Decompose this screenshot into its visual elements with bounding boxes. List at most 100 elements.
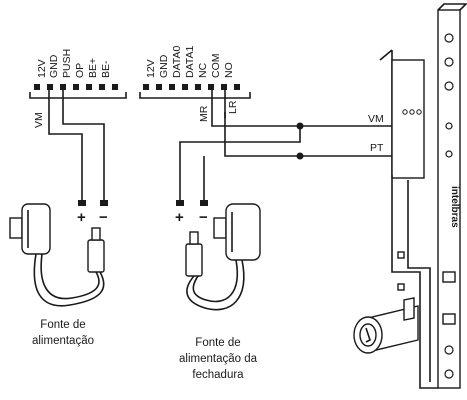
terminal-pin: [60, 84, 66, 90]
terminal-label: OP: [74, 63, 86, 78]
caption-power-supply-line2: alimentação: [32, 335, 94, 347]
faceplate-hole: [444, 57, 454, 67]
mortise-inner: [407, 180, 431, 382]
mortise-case: [391, 175, 438, 389]
terminal-block-left: 12V GND PUSH OP BE+ BE-: [29, 49, 127, 99]
terminal-pin: [169, 84, 175, 90]
terminal-label: DATA0: [171, 46, 183, 78]
terminal-block-right: 12V GND DATA0 DATA1 NC COM NO: [139, 46, 251, 99]
lock-led: [409, 109, 415, 115]
terminal-label: GND: [48, 54, 60, 78]
terminal-pin: [221, 84, 227, 90]
terminal-label: NC: [197, 62, 209, 78]
terminal-label: 12V: [145, 59, 157, 78]
faceplate-hole: [444, 33, 454, 43]
terminal-label: BE+: [87, 58, 99, 78]
wire-mr: [211, 90, 392, 127]
terminal-pin: [99, 84, 105, 90]
terminal-pin: [208, 84, 214, 90]
dc-plug-tip: [91, 227, 101, 241]
faceplate-hole: [445, 122, 453, 130]
wire-label-mr: MR: [198, 105, 210, 122]
plus-sign: +: [175, 209, 184, 226]
adapter-prongs: [9, 217, 23, 239]
caption-lock-supply-line1: Fonte de: [195, 337, 240, 349]
mortise-mark: [397, 283, 405, 291]
wire-label-pt: PT: [370, 142, 384, 154]
lock-led: [402, 109, 408, 115]
caption-lock-supply-line2: alimentação da: [179, 353, 258, 365]
key-cylinder: [353, 297, 419, 354]
caption-lock-supply-line3: fechadura: [192, 369, 244, 381]
wire-negative: [62, 88, 105, 200]
terminal-pin: [73, 84, 79, 90]
wire-label-vm-lock: VM: [368, 113, 384, 125]
faceplate: [437, 9, 461, 389]
plus-sign: +: [77, 209, 86, 226]
adapter-body: [225, 203, 261, 261]
power-adapter-left: [9, 203, 105, 307]
wire-label-lr: LR: [227, 100, 239, 114]
dc-plug: [87, 239, 105, 273]
faceplate-slot: [442, 271, 456, 283]
caption-power-supply-line1: Fonte de: [40, 319, 85, 331]
wire-junction: [296, 122, 304, 130]
terminal-bracket: [29, 92, 127, 99]
faceplate-slot: [442, 313, 456, 325]
wire-label-vm: VM: [33, 112, 45, 128]
terminal-pin: [156, 84, 162, 90]
supply-terminals: + − + −: [77, 200, 208, 226]
adapter-cable-inner: [40, 253, 100, 300]
wire-lr-to-supply: [224, 112, 392, 157]
terminal-label: GND: [158, 54, 170, 78]
electric-lock: intelbras: [379, 3, 467, 389]
wire-positive: [48, 88, 83, 200]
lock-body: [391, 59, 425, 179]
adapter-prongs: [213, 217, 227, 239]
terminal-label: DATA1: [184, 46, 196, 78]
adapter-cable: [33, 253, 105, 307]
terminal-pin: [112, 84, 118, 90]
power-adapter-lock: [185, 203, 261, 311]
wire-lock-positive: [179, 126, 301, 200]
wire-junction: [296, 152, 304, 160]
cylinder-cam: [403, 297, 415, 321]
terminal-bracket: [139, 92, 251, 99]
terminal-pin: [143, 84, 149, 90]
adapter-cable: [186, 259, 245, 311]
terminal-label: COM: [210, 54, 222, 79]
keyway: [365, 327, 371, 343]
terminal-pin: [234, 84, 240, 90]
adapter-cable-inner: [192, 259, 239, 303]
terminal-label: 12V: [36, 59, 48, 78]
faceplate-edge: [437, 3, 467, 11]
plug-terminal: [200, 200, 208, 206]
mortise-mark: [397, 251, 405, 259]
minus-sign: −: [99, 209, 108, 226]
terminal-pin: [47, 84, 53, 90]
wires-power-supply: VM: [33, 88, 105, 200]
plug-terminal: [100, 200, 108, 206]
plug-terminal: [176, 200, 184, 206]
plug-terminal: [78, 200, 86, 206]
faceplate-hole: [444, 345, 454, 355]
lock-led: [416, 109, 422, 115]
lock-door-edge: [379, 49, 393, 61]
terminal-pin: [86, 84, 92, 90]
dc-plug-tip: [189, 231, 199, 245]
minus-sign: −: [199, 209, 208, 226]
terminal-pin: [195, 84, 201, 90]
cylinder-plug: [359, 323, 377, 347]
faceplate-hole: [444, 81, 454, 91]
faceplate-hole: [445, 150, 453, 158]
terminal-pin: [182, 84, 188, 90]
terminal-label: BE-: [100, 60, 112, 78]
adapter-body: [21, 203, 51, 255]
terminal-label: PUSH: [61, 49, 73, 78]
wires-lock: MR LR VM PT: [179, 90, 392, 200]
lock-brand-logo: intelbras: [449, 186, 460, 228]
dc-plug: [185, 243, 203, 277]
terminal-label: NO: [223, 62, 235, 78]
faceplate-hole: [444, 369, 454, 379]
